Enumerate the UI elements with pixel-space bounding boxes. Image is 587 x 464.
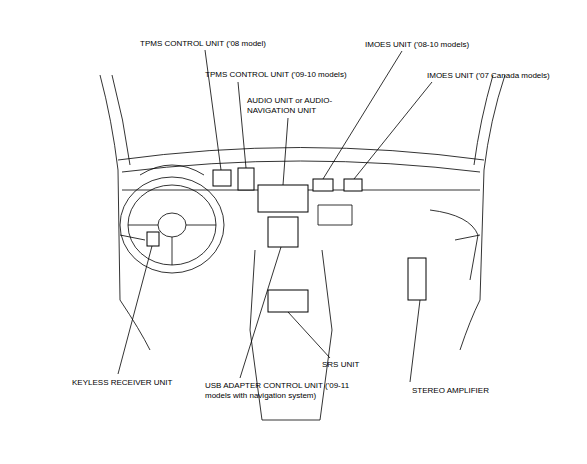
gauge-hood: [140, 165, 204, 175]
part-label: TPMS CONTROL UNIT ('08 model): [140, 39, 266, 49]
leader-line: [288, 312, 330, 358]
leader-line: [240, 247, 281, 378]
dash-top: [118, 148, 484, 161]
stereo-amp-box: [408, 258, 426, 300]
tpms-08-box: [213, 170, 231, 186]
leader-line: [238, 82, 246, 168]
part-label: STEREO AMPLIFIER: [412, 386, 489, 396]
part-label: SRS UNIT: [322, 360, 359, 370]
leader-line: [283, 118, 288, 185]
right-pillar-inner: [474, 75, 493, 165]
part-label: KEYLESS RECEIVER UNIT: [72, 378, 172, 388]
wheel-spokes: [128, 225, 216, 265]
part-label: TPMS CONTROL UNIT ('09-10 models): [205, 70, 347, 80]
dash-side: [120, 235, 480, 240]
cabin-outline: [100, 75, 505, 420]
audio-unit-box: [258, 185, 308, 212]
right-pillar: [480, 75, 505, 300]
vent: [318, 205, 352, 225]
leader-lines: [118, 50, 432, 382]
part-label: IMOES UNIT ('08-10 models): [365, 40, 469, 50]
steering-wheel: [120, 165, 224, 273]
left-pillar: [100, 75, 120, 300]
keyless-receiver-box: [147, 232, 159, 246]
srs-unit-box: [268, 290, 308, 312]
part-label: AUDIO UNIT or AUDIO-NAVIGATION UNIT: [247, 96, 365, 116]
part-label: USB ADAPTER CONTROL UNIT ('09-11 models …: [205, 381, 355, 401]
dash-top-lower: [122, 161, 480, 172]
component-boxes: [147, 168, 426, 312]
wheel-rim: [120, 177, 224, 273]
wheel-rim-inner: [128, 185, 216, 265]
imoes-07-box: [344, 179, 362, 191]
part-label: IMOES UNIT ('07 Canada models): [427, 71, 550, 81]
glove-box: [430, 210, 478, 280]
tpms-09-box: [238, 168, 254, 190]
leader-line: [410, 300, 420, 382]
wheel-hub: [158, 213, 186, 237]
left-pillar-inner: [112, 75, 130, 165]
leader-line: [354, 82, 432, 179]
imoes-08-box: [313, 179, 333, 191]
leader-line: [205, 50, 221, 170]
usb-adapter-box: [268, 217, 298, 247]
leader-line: [118, 246, 152, 374]
